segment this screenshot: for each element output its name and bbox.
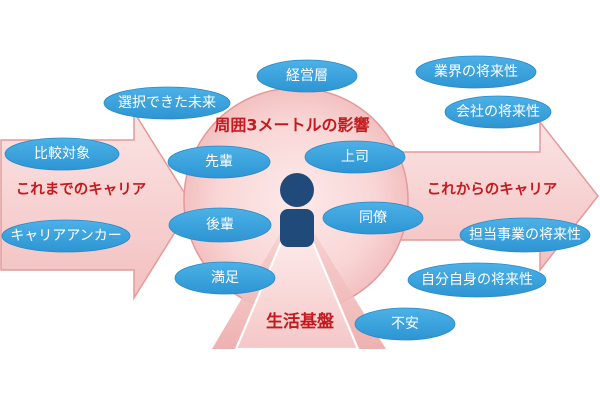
- person-body: [280, 209, 314, 247]
- bubble-comparison-target-shape: [4, 137, 120, 171]
- bubble-senior: 先輩: [167, 145, 271, 179]
- bubble-company-outlook: 会社の将来性: [444, 95, 552, 129]
- bubble-business-outlook-shape: [459, 217, 591, 253]
- bubble-career-anchor-shape: [1, 219, 131, 253]
- bubble-anxiety-shape: [354, 307, 456, 341]
- bubble-executives-label: 経営層: [286, 68, 328, 84]
- bubble-self-outlook: 自分自身の将来性: [407, 262, 547, 298]
- bubble-industry-outlook-label: 業界の将来性: [434, 64, 518, 80]
- bubble-junior: 後輩: [168, 207, 272, 243]
- bubble-chosen-future-shape: [103, 86, 231, 120]
- bubble-executives-shape: [256, 59, 358, 93]
- bubble-company-outlook-label: 会社の将来性: [456, 104, 540, 120]
- bubble-colleague: 同僚: [322, 201, 424, 235]
- bubble-business-outlook: 担当事業の将来性: [459, 217, 591, 253]
- bubble-chosen-future-label: 選択できた未来: [118, 95, 216, 111]
- bubble-boss-shape: [304, 140, 406, 174]
- bubble-company-outlook-shape: [444, 95, 552, 129]
- bubble-senior-label: 先輩: [205, 154, 233, 170]
- bubble-anxiety: 不安: [354, 307, 456, 341]
- past-career-arrow: [0, 109, 193, 301]
- bubble-industry-outlook-shape: [415, 55, 537, 89]
- bubble-satisfaction-label: 満足: [211, 270, 239, 286]
- future-career-label: これからのキャリア: [427, 181, 558, 198]
- bubble-junior-shape: [168, 207, 272, 243]
- bubble-satisfaction-shape: [174, 261, 276, 295]
- person-icon: [280, 173, 314, 247]
- person-head: [280, 173, 314, 207]
- bubble-comparison-target: 比較対象: [4, 137, 120, 171]
- bubble-colleague-label: 同僚: [359, 210, 387, 226]
- bubble-business-outlook-label: 担当事業の将来性: [469, 227, 581, 243]
- bubble-boss-label: 上司: [341, 149, 369, 165]
- bubble-industry-outlook: 業界の将来性: [415, 55, 537, 89]
- bubble-career-anchor: キャリアアンカー: [1, 219, 131, 253]
- bubble-anxiety-label: 不安: [391, 316, 419, 332]
- bubble-satisfaction: 満足: [174, 261, 276, 295]
- bubble-junior-label: 後輩: [206, 217, 234, 233]
- bubble-self-outlook-shape: [407, 262, 547, 298]
- bubble-senior-shape: [167, 145, 271, 179]
- bubble-boss: 上司: [304, 140, 406, 174]
- bubble-executives: 経営層: [256, 59, 358, 93]
- bubble-career-anchor-label: キャリアアンカー: [10, 228, 121, 244]
- foundation-label: 生活基盤: [266, 311, 335, 332]
- past-career-label: これまでのキャリア: [16, 181, 147, 198]
- circle-label: 周囲3メートルの影響: [214, 116, 369, 135]
- bubble-comparison-target-label: 比較対象: [34, 146, 90, 162]
- bubble-self-outlook-label: 自分自身の将来性: [421, 272, 533, 288]
- bubble-colleague-shape: [322, 201, 424, 235]
- bubble-chosen-future: 選択できた未来: [103, 86, 231, 120]
